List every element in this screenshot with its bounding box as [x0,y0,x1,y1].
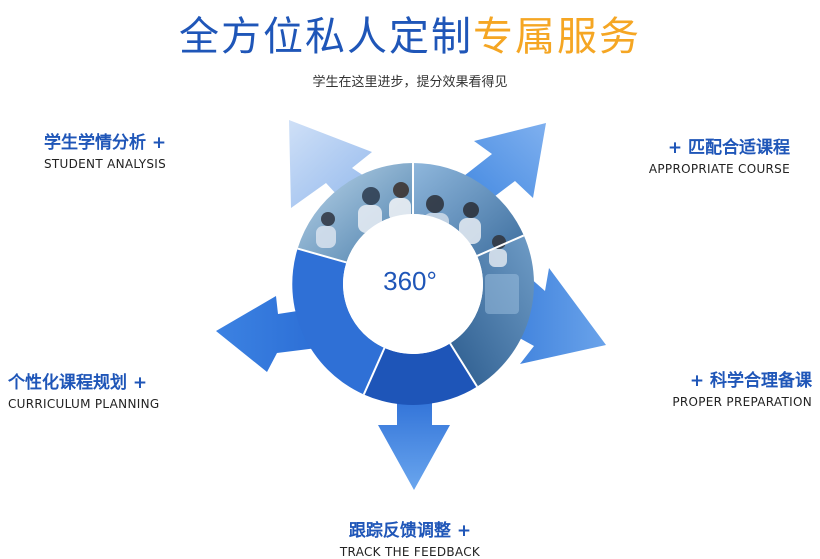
label-en: PROPER PREPARATION [672,395,812,409]
label-en: CURRICULUM PLANNING [8,397,160,411]
label-proper-preparation: + 科学合理备课 PROPER PREPARATION [672,366,812,409]
ring-center [343,214,483,354]
label-zh: + 科学合理备课 [689,371,812,391]
ring [292,163,534,405]
label-en: STUDENT ANALYSIS [44,157,167,171]
page-title: 全方位私人定制专属服务 [0,4,820,62]
center-label: 360° [383,266,437,296]
label-appropriate-course: + 匹配合适课程 APPROPRIATE COURSE [649,133,790,176]
title-main: 全方位私人定制 [179,14,473,60]
arrow-bottom [378,390,450,490]
label-zh: 学生学情分析 + [44,133,167,153]
label-en: TRACK THE FEEDBACK [339,545,481,559]
label-zh: + 匹配合适课程 [667,138,790,158]
label-en: APPROPRIATE COURSE [648,162,790,176]
ring-segment-left [292,248,385,395]
title-accent: 专属服务 [473,14,641,60]
page-subtitle: 学生在这里进步，提分效果看得见 [312,75,508,90]
label-student-analysis: 学生学情分析 + STUDENT ANALYSIS [44,128,166,171]
ring-segment-bottom [363,343,478,405]
label-zh: 跟踪反馈调整 + [348,521,472,541]
label-zh: 个性化课程规划 + [8,373,148,393]
label-track-feedback: 跟踪反馈调整 + TRACK THE FEEDBACK [310,516,510,559]
label-curriculum-planning: 个性化课程规划 + CURRICULUM PLANNING [8,368,159,411]
